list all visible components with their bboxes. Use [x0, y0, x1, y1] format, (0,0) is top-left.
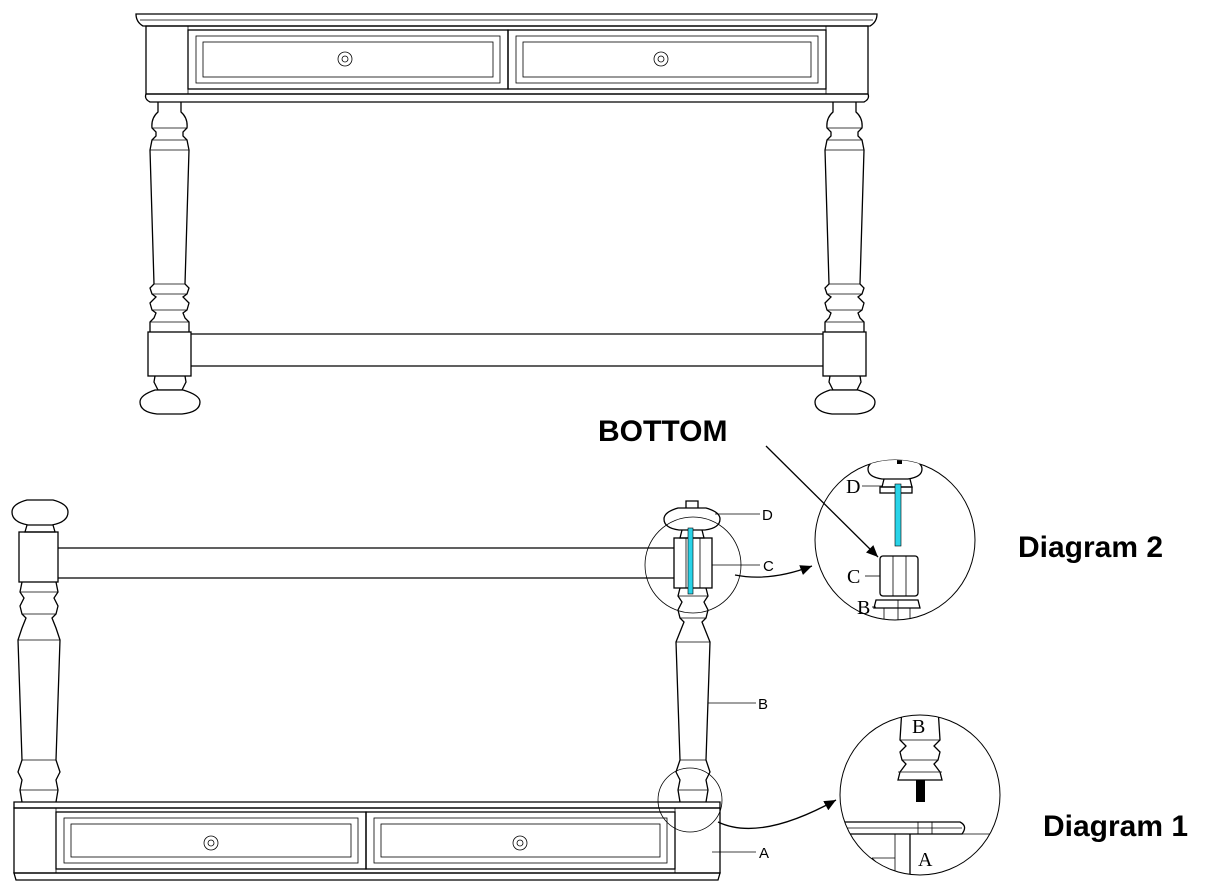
- bottom-arrow: [765, 445, 879, 558]
- arrow-to-diagram-1: [717, 799, 837, 830]
- bottom-stretcher: [58, 547, 674, 579]
- label-b: B: [758, 696, 768, 713]
- detail1-label-a: A: [918, 849, 933, 871]
- detail-diagram-1: B A: [839, 714, 1001, 876]
- bolt: [916, 780, 925, 802]
- diagram-1-title: Diagram 1: [1043, 810, 1188, 843]
- upside-down-table: [11, 499, 837, 881]
- top-leg-right: [814, 102, 876, 415]
- top-leg-left: [139, 102, 201, 415]
- bottom-leg-right: [663, 500, 721, 803]
- detail-diagram-2: D C B: [814, 459, 976, 621]
- callout-circle-a: [657, 767, 723, 833]
- dowel-detail: [894, 483, 902, 547]
- top-drawer-left: [187, 29, 509, 90]
- bottom-drawer-right: [365, 811, 676, 870]
- bottom-leg-left: [11, 499, 69, 803]
- label-c: C: [763, 558, 774, 575]
- assembled-table: [135, 13, 878, 415]
- top-drawer-right: [507, 29, 827, 90]
- dowel-c: [687, 527, 694, 595]
- label-a: A: [759, 845, 769, 862]
- bottom-drawer-left: [55, 811, 367, 870]
- detail2-label-d: D: [846, 476, 860, 498]
- top-stretcher: [191, 333, 823, 367]
- label-d: D: [762, 507, 773, 524]
- detail1-label-b: B: [912, 716, 925, 738]
- detail2-label-c: C: [847, 566, 860, 588]
- arrow-to-diagram-2: [734, 565, 813, 578]
- diagram-2-title: Diagram 2: [1018, 531, 1163, 564]
- detail2-label-b: B: [857, 597, 870, 619]
- bottom-label: BOTTOM: [598, 415, 727, 448]
